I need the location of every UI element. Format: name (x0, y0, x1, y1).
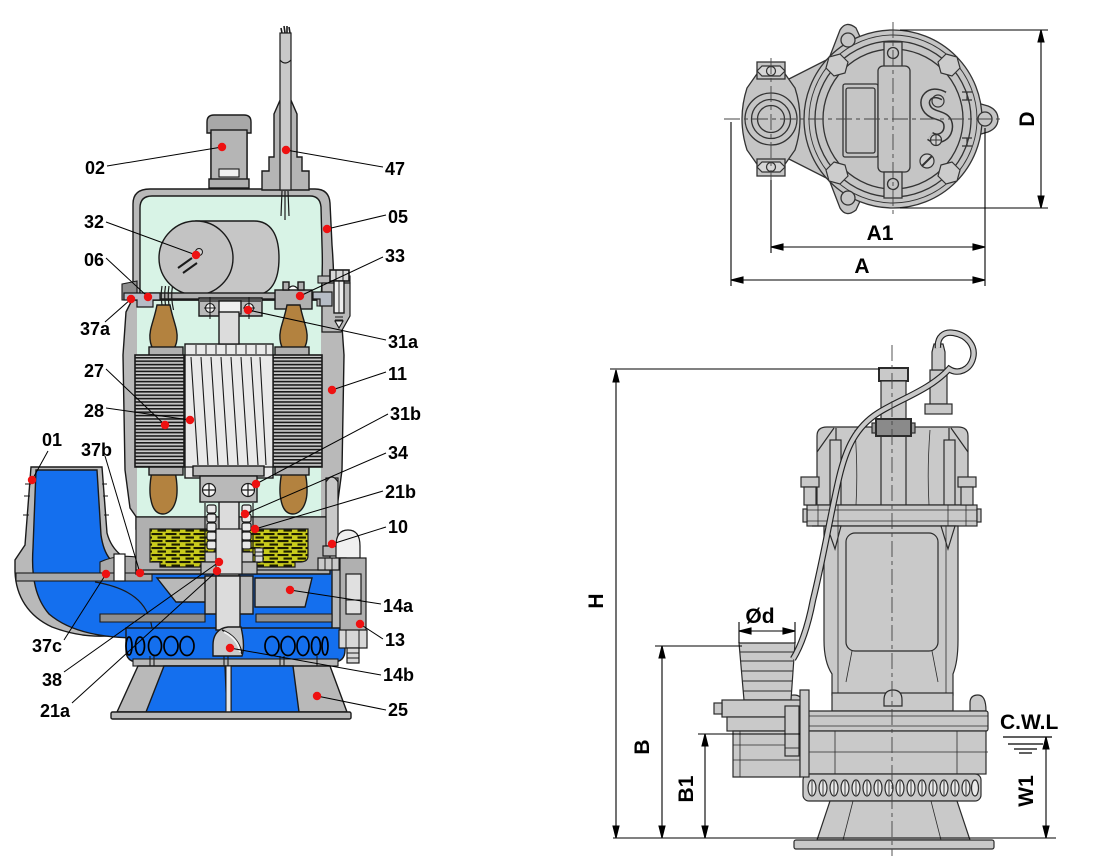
svg-text:33: 33 (385, 246, 405, 266)
svg-text:37c: 37c (32, 636, 62, 656)
svg-text:47: 47 (385, 159, 405, 179)
svg-text:21b: 21b (385, 482, 416, 502)
svg-text:A1: A1 (867, 222, 894, 245)
svg-text:11: 11 (388, 364, 407, 384)
svg-text:38: 38 (42, 670, 62, 690)
svg-text:34: 34 (388, 443, 408, 463)
svg-text:25: 25 (388, 700, 408, 720)
svg-text:14a: 14a (383, 596, 414, 616)
svg-text:02: 02 (85, 158, 105, 178)
svg-text:C.W.L: C.W.L (1000, 711, 1058, 734)
svg-text:28: 28 (84, 401, 104, 421)
svg-text:14b: 14b (383, 665, 414, 685)
svg-text:27: 27 (84, 361, 104, 381)
svg-text:B1: B1 (675, 775, 698, 802)
svg-text:H: H (585, 593, 608, 608)
svg-text:Ød: Ød (745, 605, 774, 628)
svg-text:05: 05 (388, 207, 408, 227)
svg-text:06: 06 (84, 250, 104, 270)
svg-text:37b: 37b (81, 440, 112, 460)
svg-text:37a: 37a (80, 319, 111, 339)
svg-text:D: D (1016, 111, 1039, 126)
svg-text:B: B (631, 739, 654, 754)
svg-text:31b: 31b (390, 404, 421, 424)
svg-text:W1: W1 (1015, 775, 1038, 807)
svg-text:01: 01 (42, 430, 62, 450)
svg-text:32: 32 (84, 212, 104, 232)
svg-text:13: 13 (385, 630, 405, 650)
svg-text:10: 10 (388, 517, 408, 537)
svg-text:A: A (854, 255, 869, 278)
svg-text:31a: 31a (388, 332, 419, 352)
svg-text:21a: 21a (40, 701, 71, 721)
